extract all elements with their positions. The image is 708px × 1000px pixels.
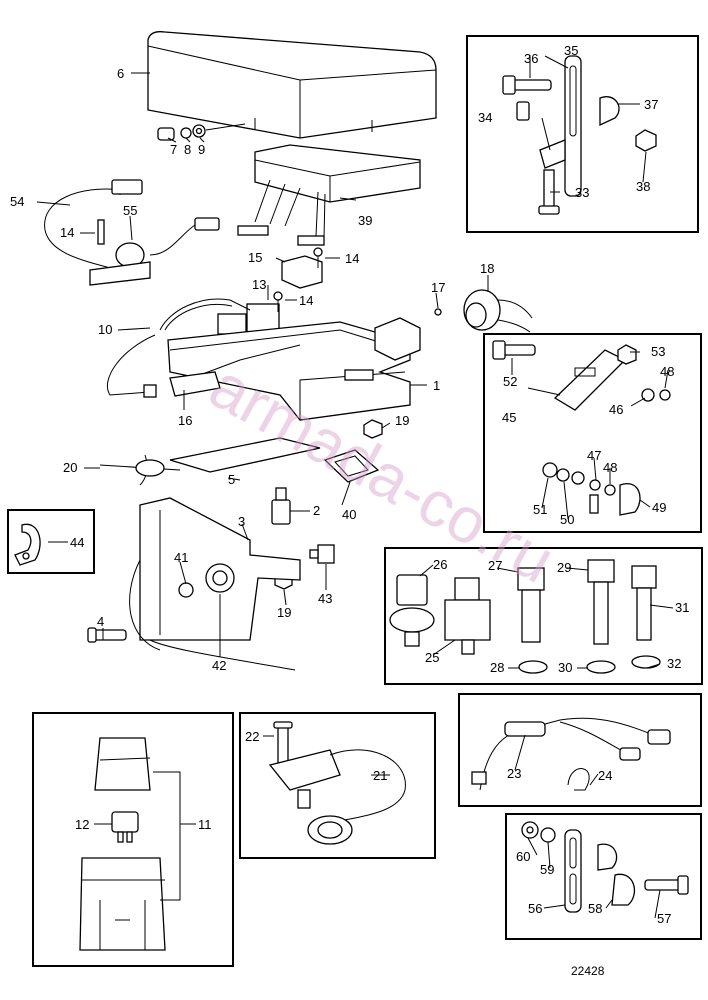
detail-box-bracket-33-38 <box>466 35 699 233</box>
part-label-7: 7 <box>170 142 177 157</box>
part-label-4: 4 <box>97 614 104 629</box>
part-label-19b: 19 <box>277 605 291 620</box>
leader-lines <box>36 55 674 919</box>
sensor-parts-25-32 <box>389 559 661 674</box>
connector-parts-17-18 <box>374 289 533 361</box>
part-label-16: 16 <box>178 413 192 428</box>
part-label-5: 5 <box>228 472 235 487</box>
detail-box-clip-44 <box>7 509 95 574</box>
part-label-32: 32 <box>667 656 681 671</box>
part-label-11: 11 <box>198 817 212 832</box>
part-label-33: 33 <box>575 185 589 200</box>
part-label-19a: 19 <box>395 413 409 428</box>
part-label-34: 34 <box>478 110 492 125</box>
part-label-45: 45 <box>502 410 516 425</box>
bracket-parts-45-53 <box>492 340 671 516</box>
part-label-54: 54 <box>10 194 24 209</box>
plate-part-40 <box>323 449 380 483</box>
part-label-47: 47 <box>587 448 601 463</box>
part-label-15: 15 <box>248 250 262 265</box>
part-label-39: 39 <box>358 213 372 228</box>
part-label-50: 50 <box>560 512 574 527</box>
part-label-46: 46 <box>609 402 623 417</box>
control-unit-part-39 <box>237 144 421 246</box>
cable-clamp-parts-54-55 <box>44 179 220 286</box>
part-label-52: 52 <box>503 374 517 389</box>
wiring-harness-part-10 <box>106 298 301 396</box>
fuse-holder-parts-11-12 <box>79 737 166 951</box>
part-label-22: 22 <box>245 729 259 744</box>
part-label-41: 41 <box>174 550 188 565</box>
part-label-2: 2 <box>313 503 320 518</box>
part-label-59: 59 <box>540 862 554 877</box>
part-label-21: 21 <box>373 768 387 783</box>
detail-box-bracket-56-60 <box>505 813 702 940</box>
part-label-20: 20 <box>63 460 77 475</box>
detail-box-sensors-25-32 <box>384 547 703 685</box>
part-label-38: 38 <box>636 179 650 194</box>
part-label-27: 27 <box>488 558 502 573</box>
screw-parts-7-9 <box>157 123 246 141</box>
screw-part-4 <box>87 627 127 643</box>
part-label-29: 29 <box>557 560 571 575</box>
part-label-36: 36 <box>524 51 538 66</box>
part-label-60: 60 <box>516 849 530 864</box>
spacer-part-2 <box>271 487 291 525</box>
part-label-26: 26 <box>433 557 447 572</box>
part-label-48b: 48 <box>603 460 617 475</box>
part-label-12: 12 <box>75 817 89 832</box>
part-label-51: 51 <box>533 502 547 517</box>
part-label-6: 6 <box>117 66 124 81</box>
detail-box-harness-23-24 <box>458 693 702 807</box>
clip-part-44 <box>14 523 41 566</box>
part-label-24: 24 <box>598 768 612 783</box>
gauge-parts-41-43 <box>178 544 335 598</box>
detail-box-fuse-11-12 <box>32 712 234 967</box>
part-label-58: 58 <box>588 901 602 916</box>
drawing-number: 22428 <box>571 964 605 978</box>
part-label-55: 55 <box>123 203 137 218</box>
part-label-10: 10 <box>98 322 112 337</box>
part-label-17: 17 <box>431 280 445 295</box>
part-label-42: 42 <box>212 658 226 673</box>
part-label-37: 37 <box>644 97 658 112</box>
part-label-31: 31 <box>675 600 689 615</box>
part-number-labels: 1 2 3 4 5 6 7 8 9 10 11 12 13 14 14 14 1… <box>10 43 689 926</box>
part-label-1: 1 <box>433 378 440 393</box>
part-label-14b: 14 <box>345 251 359 266</box>
part-label-44: 44 <box>70 535 84 550</box>
part-label-14c: 14 <box>299 293 313 308</box>
harness-parts-23-24 <box>471 717 671 791</box>
part-label-56: 56 <box>528 901 542 916</box>
bracket-parts-56-60 <box>521 821 689 913</box>
part-label-30: 30 <box>558 660 572 675</box>
bracket-part-5 <box>99 437 321 486</box>
part-label-28: 28 <box>490 660 504 675</box>
sensor-parts-21-22 <box>268 721 406 845</box>
detail-box-bracket-45-53 <box>483 333 702 533</box>
part-label-40: 40 <box>342 507 356 522</box>
bracket-parts-33-38 <box>502 55 657 215</box>
part-label-23: 23 <box>507 766 521 781</box>
module-part-16 <box>143 371 221 398</box>
part-label-48a: 48 <box>660 364 674 379</box>
part-label-8: 8 <box>184 142 191 157</box>
part-label-35: 35 <box>564 43 578 58</box>
part-label-43: 43 <box>318 591 332 606</box>
part-label-25: 25 <box>425 650 439 665</box>
part-label-9: 9 <box>198 142 205 157</box>
part-label-18: 18 <box>480 261 494 276</box>
part-label-53: 53 <box>651 344 665 359</box>
part-label-3: 3 <box>238 514 245 529</box>
part-label-13: 13 <box>252 277 266 292</box>
part-label-49: 49 <box>652 500 666 515</box>
part-label-57: 57 <box>657 911 671 926</box>
detail-box-sensor-21-22 <box>239 712 436 859</box>
part-label-14a: 14 <box>60 225 74 240</box>
cover-part-6 <box>147 31 437 139</box>
relay-parts-13-15 <box>217 247 323 335</box>
